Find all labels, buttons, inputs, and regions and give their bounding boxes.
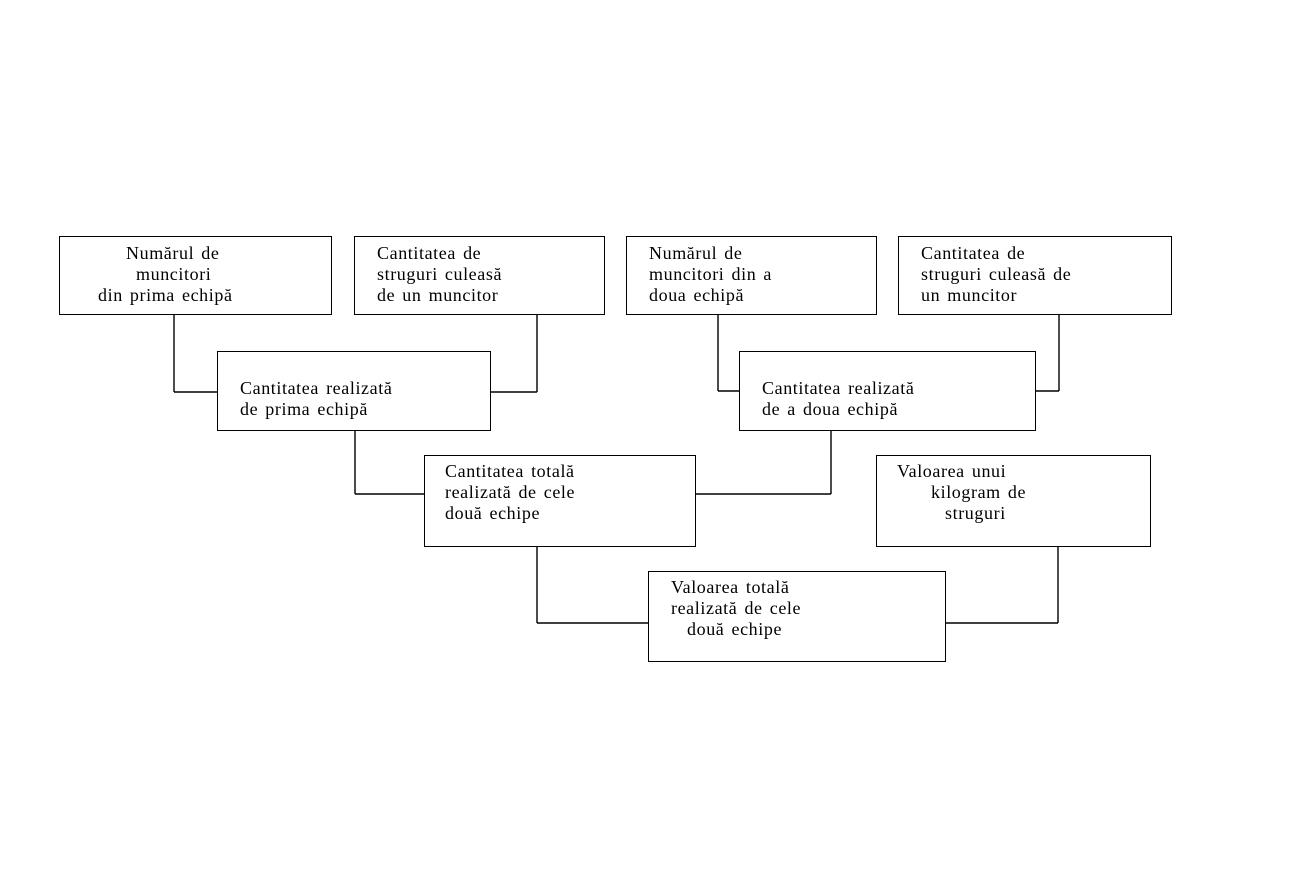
box-text-line: realizată de cele — [445, 482, 576, 502]
box-text-line: Numărul de — [126, 243, 220, 263]
box-total-quantity: Cantitatea totală realizată de cele două… — [424, 455, 696, 547]
box-grapes-per-worker-1: Cantitatea de struguri culeasă de un mun… — [354, 236, 605, 315]
box-text-line: Valoarea totală — [671, 577, 790, 597]
box-workers-team1: Numărul de muncitori din prima echipă — [59, 236, 332, 315]
box-text-line: Valoarea unui — [897, 461, 1007, 481]
box-text-line: struguri culeasă — [377, 264, 503, 284]
box-text-line: muncitori — [136, 264, 212, 284]
box-text-line: două echipe — [687, 619, 783, 639]
box-text-line: un muncitor — [921, 285, 1018, 305]
box-text-line: realizată de cele — [671, 598, 802, 618]
box-text-line: struguri culeasă de — [921, 264, 1072, 284]
box-text-line: Cantitatea realizată — [762, 378, 915, 398]
box-grapes-per-worker-2: Cantitatea de struguri culeasă de un mun… — [898, 236, 1172, 315]
box-price-per-kg: Valoarea unui kilogram de struguri — [876, 455, 1151, 547]
box-text-line: Numărul de — [649, 243, 743, 263]
box-text-line: struguri — [945, 503, 1006, 523]
box-text-line: din prima echipă — [98, 285, 233, 305]
box-text-line: kilogram de — [931, 482, 1027, 502]
box-text-line: Cantitatea totală — [445, 461, 575, 481]
box-quantity-team1: Cantitatea realizată de prima echipă — [217, 351, 491, 431]
box-text-line: de prima echipă — [240, 399, 368, 419]
box-text-line: Cantitatea realizată — [240, 378, 393, 398]
box-quantity-team2: Cantitatea realizată de a doua echipă — [739, 351, 1036, 431]
box-text-line: muncitori din a — [649, 264, 772, 284]
box-text-line: de un muncitor — [377, 285, 499, 305]
box-text-line: două echipe — [445, 503, 541, 523]
box-text-line: Cantitatea de — [921, 243, 1026, 263]
box-text-line: Cantitatea de — [377, 243, 482, 263]
box-total-value: Valoarea totală realizată de cele două e… — [648, 571, 946, 662]
box-text-line: de a doua echipă — [762, 399, 899, 419]
box-workers-team2: Numărul de muncitori din a doua echipă — [626, 236, 877, 315]
box-text-line: doua echipă — [649, 285, 745, 305]
